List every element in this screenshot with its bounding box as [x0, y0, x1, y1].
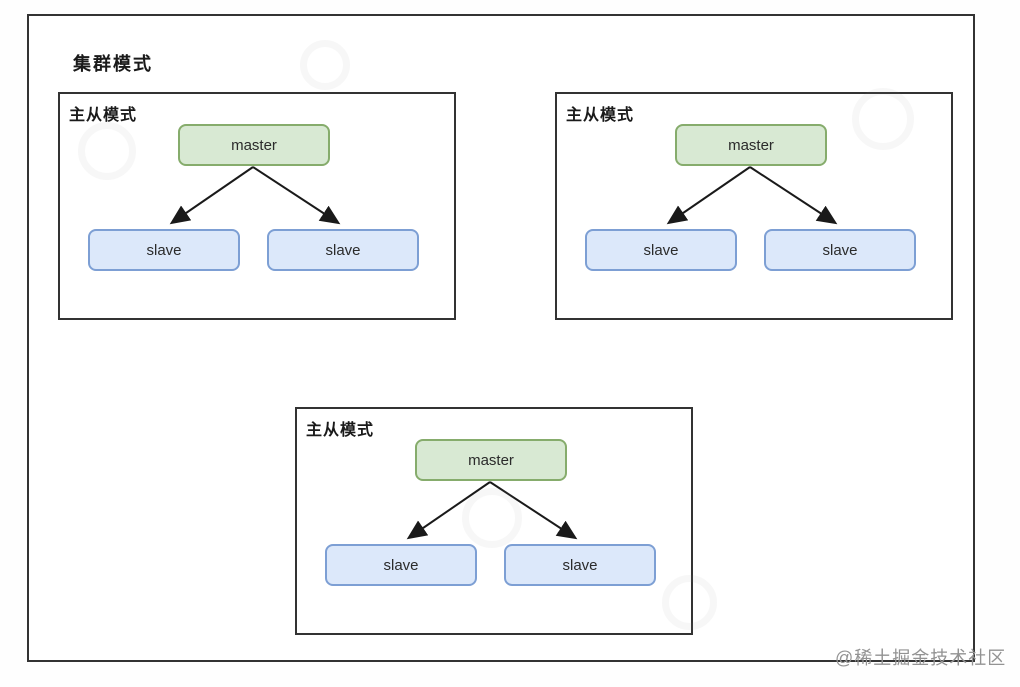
master-node: master	[178, 124, 330, 166]
master-slave-group-2: 主从模式 master slave slave	[555, 92, 953, 320]
watermark-ring	[462, 488, 522, 548]
watermark-ring	[662, 575, 717, 630]
slave-node: slave	[585, 229, 737, 271]
watermark-ring	[852, 88, 914, 150]
diagram-title: 集群模式	[73, 54, 153, 74]
master-slave-group-1: 主从模式 master slave slave	[58, 92, 456, 320]
slave-node: slave	[267, 229, 419, 271]
slave-node: slave	[764, 229, 916, 271]
master-node: master	[415, 439, 567, 481]
watermark-ring	[78, 122, 136, 180]
slave-node: slave	[325, 544, 477, 586]
slave-node: slave	[88, 229, 240, 271]
site-watermark: @稀土掘金技术社区	[835, 648, 1007, 668]
watermark-ring	[300, 40, 350, 90]
group-label: 主从模式	[69, 107, 138, 124]
slave-node: slave	[504, 544, 656, 586]
group-label: 主从模式	[306, 422, 375, 439]
master-node: master	[675, 124, 827, 166]
cluster-frame: 集群模式 主从模式 master slave slave 主从模式	[27, 14, 975, 662]
group-label: 主从模式	[566, 107, 635, 124]
